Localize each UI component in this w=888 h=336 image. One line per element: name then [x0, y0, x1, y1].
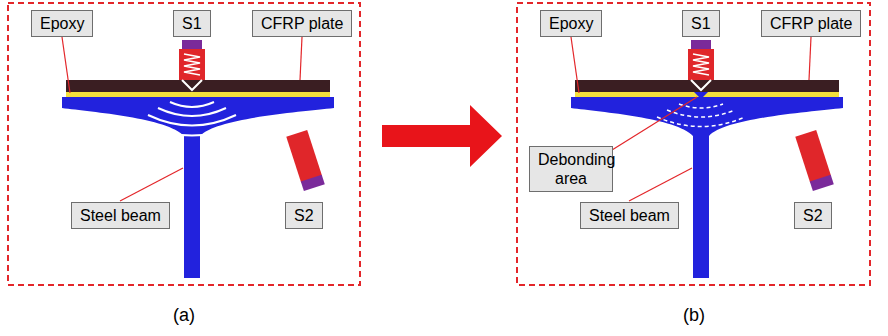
panel-caption: (a) [173, 305, 195, 326]
panel-border [517, 3, 870, 285]
callout-box: Steel beam [71, 202, 170, 229]
callout-box: Epoxy [540, 10, 602, 37]
wave-fronts [657, 104, 745, 127]
callout-box: CFRP plate [761, 10, 861, 37]
callout-box: S2 [794, 202, 832, 229]
callout-box: S2 [285, 202, 323, 229]
callout-text: Epoxy [40, 15, 84, 32]
callout-box: S1 [682, 10, 720, 37]
callout-text: Steel beam [80, 207, 161, 224]
callout-text: CFRP plate [261, 15, 343, 32]
callout-box: CFRP plate [252, 10, 352, 37]
callout-text: CFRP plate [770, 15, 852, 32]
callout-box: Epoxy [31, 10, 93, 37]
panel-border [8, 3, 360, 285]
transition-arrow [382, 105, 502, 167]
panel-caption: (b) [683, 305, 705, 326]
callout-box: S1 [173, 10, 211, 37]
callout-text: Steel beam [589, 207, 670, 224]
leader-lines [62, 37, 811, 201]
callout-text: S2 [803, 207, 823, 224]
callout-box: Debonding area [529, 146, 613, 192]
callout-text: S2 [294, 207, 314, 224]
callout-text: S1 [182, 15, 202, 32]
callout-text: S1 [691, 15, 711, 32]
specimen [62, 40, 334, 278]
wave-fronts [140, 102, 244, 136]
callout-box: Steel beam [580, 202, 679, 229]
callout-text: Epoxy [549, 15, 593, 32]
callout-text: Debonding area [538, 151, 615, 187]
